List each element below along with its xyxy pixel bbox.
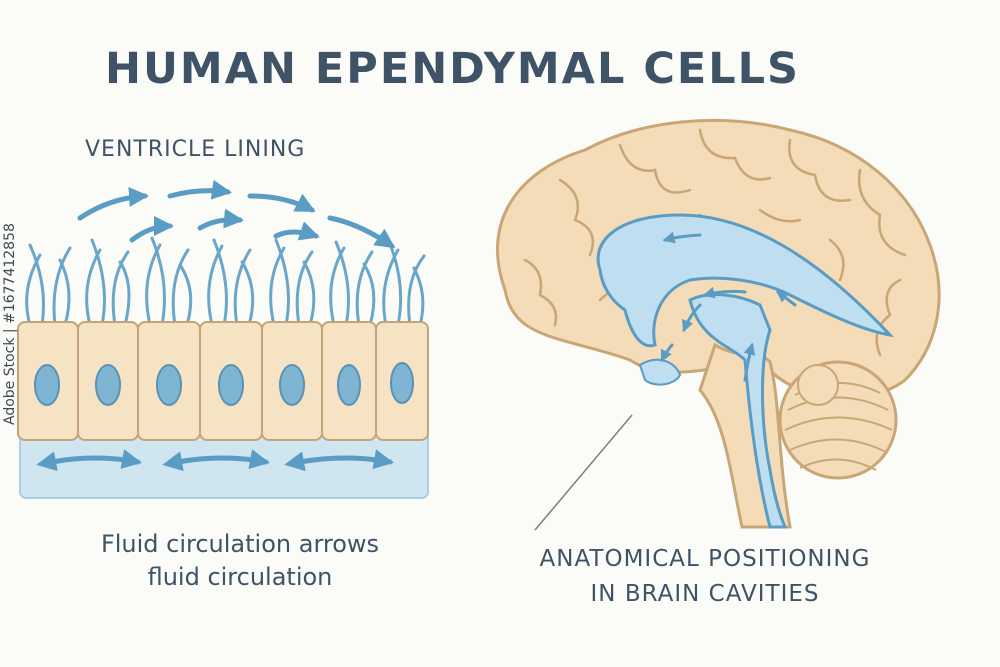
left-caption-line-1: Fluid circulation arrows — [100, 530, 380, 558]
right-caption-line-2: IN BRAIN CAVITIES — [590, 581, 820, 607]
nuclei — [34, 362, 414, 406]
third-ventricle — [688, 293, 788, 529]
right-caption-line-1: ANATOMICAL POSITIONING — [539, 546, 871, 572]
fourth-ventricle-region — [638, 358, 682, 386]
ventricle-arrow-icon — [660, 231, 797, 382]
flow-arrow-icon — [77, 179, 396, 249]
cerebellum — [778, 360, 898, 480]
ventricle-lining-heading: VENTRICLE LINING — [85, 137, 306, 162]
nucleus — [279, 364, 305, 406]
leader-line — [534, 414, 633, 531]
right-caption: ANATOMICAL POSITIONING IN BRAIN CAVITIES — [510, 542, 900, 612]
ependymal-epithelium — [17, 179, 429, 499]
nucleus — [156, 364, 182, 406]
left-caption-line-2: fluid circulation — [147, 563, 333, 591]
nucleus — [218, 364, 244, 406]
nucleus — [95, 364, 121, 406]
bidirectional-arrow-icon — [36, 449, 394, 472]
page-title: HUMAN EPENDYMAL CELLS — [105, 44, 801, 94]
cilia — [25, 236, 426, 327]
lateral-ventricle — [596, 213, 895, 348]
nucleus — [34, 364, 60, 406]
nucleus — [390, 362, 414, 404]
brain-section — [495, 119, 941, 531]
nucleus — [337, 364, 361, 406]
left-caption: Fluid circulation arrows fluid circulati… — [80, 528, 400, 594]
stock-watermark: Adobe Stock | #1677412858 — [2, 223, 18, 425]
